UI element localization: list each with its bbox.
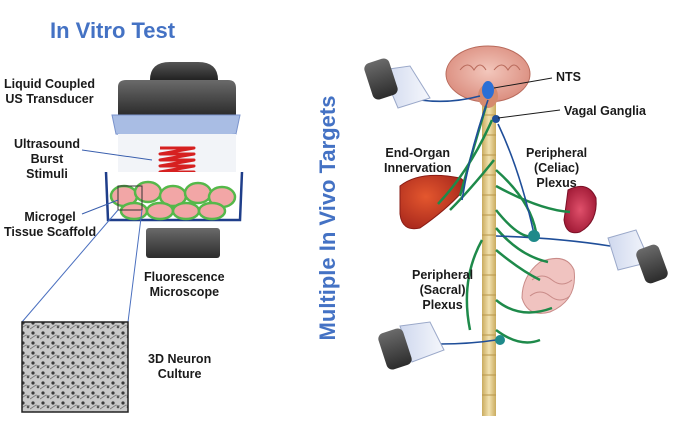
label-sacral-text: Peripheral (Sacral) Plexus bbox=[412, 268, 474, 312]
transducer-bottom-left bbox=[378, 321, 445, 370]
transducer-right bbox=[607, 229, 668, 284]
label-transducer-text: Liquid Coupled US Transducer bbox=[4, 77, 95, 106]
label-neuron-text: 3D Neuron Culture bbox=[148, 352, 212, 381]
label-vagal: Vagal Ganglia bbox=[564, 104, 646, 119]
label-microscope: Fluorescence Microscope bbox=[144, 270, 225, 300]
label-neuron: 3D Neuron Culture bbox=[148, 352, 211, 382]
label-microscope-text: Fluorescence Microscope bbox=[144, 270, 225, 299]
label-celiac: Peripheral (Celiac) Plexus bbox=[526, 146, 587, 191]
spinal-cord bbox=[482, 96, 496, 416]
label-sacral: Peripheral (Sacral) Plexus bbox=[412, 268, 473, 313]
label-microgel: Microgel Tissue Scaffold bbox=[4, 210, 96, 240]
vagus-nerves-blue bbox=[419, 95, 611, 345]
label-microgel-text: Microgel Tissue Scaffold bbox=[4, 210, 97, 239]
nts-marker bbox=[482, 81, 494, 99]
microscope-objective bbox=[146, 228, 220, 258]
zoom-box bbox=[117, 185, 143, 211]
label-end-organ-text: End-Organ Innervation bbox=[384, 146, 452, 175]
label-celiac-text: Peripheral (Celiac) Plexus bbox=[526, 146, 588, 190]
sacral-plexus bbox=[495, 335, 505, 345]
neuron-culture-image bbox=[21, 321, 129, 413]
microgel-cells bbox=[109, 180, 237, 221]
label-vagal-text: Vagal Ganglia bbox=[564, 104, 646, 118]
vagal-ganglia bbox=[492, 115, 500, 123]
label-nts-text: NTS bbox=[556, 70, 581, 84]
label-end-organ: End-Organ Innervation bbox=[384, 146, 451, 176]
label-ultrasound: Ultrasound Burst Stimuli bbox=[14, 137, 80, 182]
celiac-plexus bbox=[528, 230, 540, 242]
in-vitro-title: In Vitro Test bbox=[50, 18, 176, 43]
in-vivo-title: Multiple In Vivo Targets bbox=[315, 95, 340, 341]
label-ultrasound-text: Ultrasound Burst Stimuli bbox=[14, 137, 80, 181]
intestines bbox=[521, 257, 575, 314]
transducer-cap bbox=[150, 62, 218, 80]
transducer-top-left bbox=[364, 58, 431, 109]
label-transducer: Liquid Coupled US Transducer bbox=[4, 77, 95, 107]
transducer-body bbox=[118, 80, 236, 115]
label-nts: NTS bbox=[556, 70, 581, 85]
spleen bbox=[563, 185, 597, 234]
